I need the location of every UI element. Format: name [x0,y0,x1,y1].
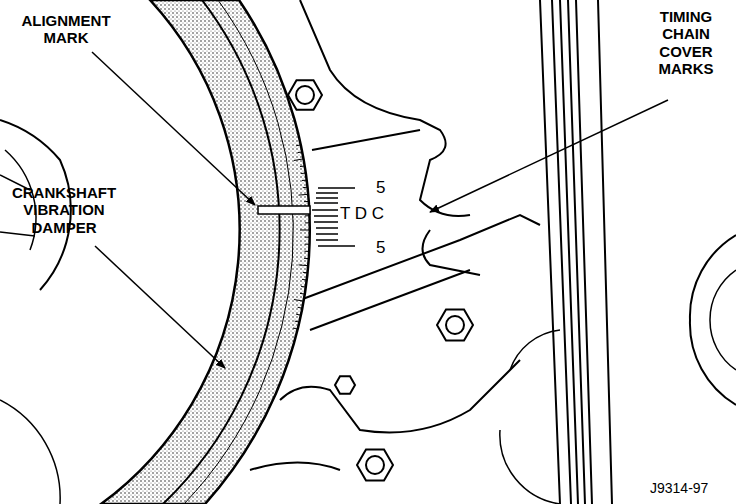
scale-tick [305,237,310,238]
scale-tick [293,328,298,329]
part-label: TIMING CHAIN COVER MARKS [646,8,726,77]
scale-tick [296,314,301,315]
scale-tick [296,145,301,146]
scale-tick [300,293,305,295]
timing-mark-number: 5 [376,178,385,198]
scale-tick [305,215,310,216]
scale-tick [304,251,309,252]
scale-tick [302,279,307,281]
timing-mark-label: T D C [340,204,384,224]
part-label: CRANKSHAFT VIBRATION DAMPER [8,184,120,236]
scale-tick [305,222,310,223]
scale-tick [301,286,306,288]
scale-tick [304,258,309,259]
scale-tick [299,194,309,196]
scale-tick [304,201,309,202]
scale-tick [300,165,305,167]
scale-tick [298,307,303,309]
scale-tick [300,230,310,231]
scale-tick [305,244,310,245]
scale-tick [295,321,300,322]
timing-mark-number: 5 [376,238,385,258]
scale-tick [294,159,304,161]
figure-number: J9314-97 [650,480,708,496]
scale-tick [303,187,308,189]
scale-tick [298,151,303,153]
scale-tick [294,300,304,302]
scale-tick [302,180,307,182]
scale-tick [299,264,309,266]
part-label: ALIGNMENT MARK [18,12,114,47]
scale-tick [301,172,306,174]
scale-tick [303,272,308,274]
